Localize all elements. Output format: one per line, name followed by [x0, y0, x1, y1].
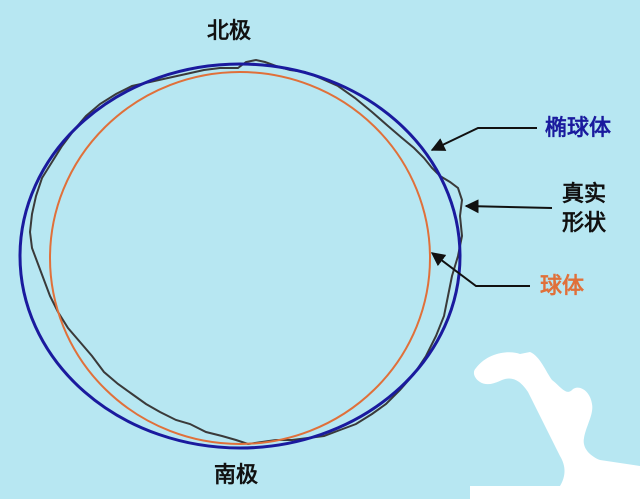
- true-shape-pointer-arrow: [464, 199, 553, 214]
- ellipsoid-label: 椭球体: [545, 116, 612, 141]
- ellipsoid-pointer-arrow: [430, 127, 537, 151]
- sphere-label: 球体: [540, 274, 585, 299]
- true-shape-label: 真实 形状: [562, 181, 606, 238]
- sphere-pointer-arrow: [430, 252, 530, 287]
- true-shape-label-line1: 真实: [562, 182, 607, 207]
- sphere-outline: [49, 71, 431, 445]
- ellipsoid-outline: [18, 62, 462, 450]
- north-pole-label: 北极: [207, 19, 252, 44]
- true-shape-label-line2: 形状: [562, 210, 607, 236]
- south-pole-label: 南极: [214, 463, 259, 488]
